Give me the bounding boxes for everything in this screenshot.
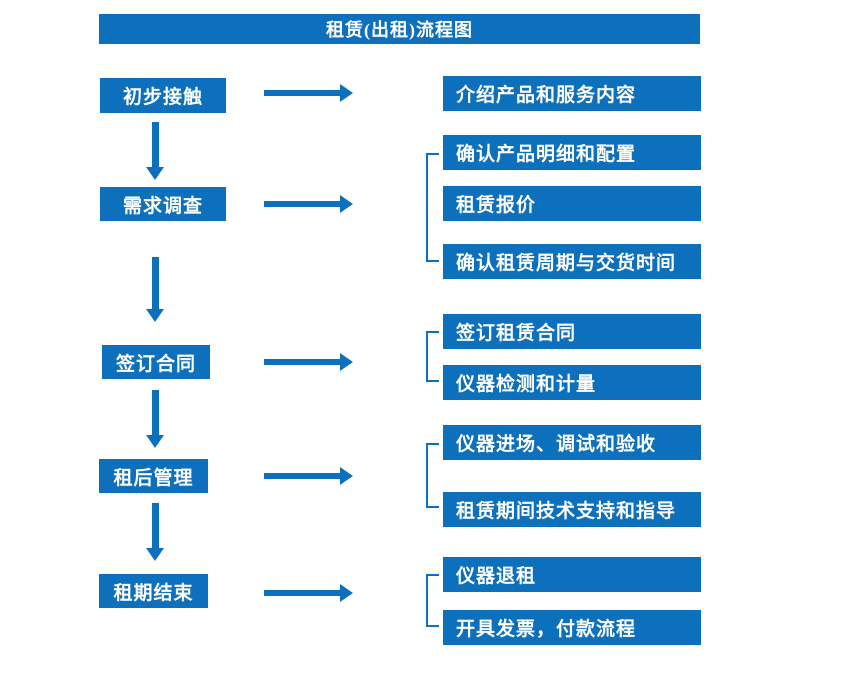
flow-arrow-down-3-icon <box>146 390 164 448</box>
output-box-sign-rental-contract: 签订租赁合同 <box>443 314 701 349</box>
flow-arrow-down-2-icon <box>146 257 164 322</box>
flow-arrow-right-4-icon <box>264 467 353 485</box>
step-box-demand-survey: 需求调查 <box>100 187 226 221</box>
output-box-tech-support: 租赁期间技术支持和指导 <box>443 492 701 527</box>
bracket-rental-end-icon <box>426 574 439 627</box>
step-box-sign-contract: 签订合同 <box>102 345 210 379</box>
flow-arrow-right-1-icon <box>264 84 353 102</box>
bracket-demand-survey-icon <box>426 153 439 262</box>
output-box-confirm-details: 确认产品明细和配置 <box>443 135 701 170</box>
flow-arrow-down-1-icon <box>146 122 164 180</box>
step-box-initial-contact: 初步接触 <box>100 78 226 113</box>
flow-arrow-right-3-icon <box>264 353 353 371</box>
output-box-rental-quote: 租赁报价 <box>443 186 701 221</box>
output-box-confirm-period: 确认租赁周期与交货时间 <box>443 244 701 279</box>
output-box-instrument-return: 仪器退租 <box>443 557 701 592</box>
output-box-invoice-payment: 开具发票，付款流程 <box>443 610 701 645</box>
step-box-post-rental-management: 租后管理 <box>99 459 208 493</box>
flow-arrow-right-5-icon <box>264 584 353 602</box>
output-box-instrument-setup: 仪器进场、调试和验收 <box>443 425 701 460</box>
bracket-post-rental-icon <box>426 443 439 508</box>
step-box-rental-end: 租期结束 <box>99 574 208 608</box>
flow-arrow-down-4-icon <box>146 503 164 561</box>
bracket-sign-contract-icon <box>426 331 439 382</box>
output-box-intro-products: 介绍产品和服务内容 <box>443 76 701 111</box>
flowchart-title: 租赁(出租)流程图 <box>326 20 473 40</box>
flow-arrow-right-2-icon <box>264 195 353 213</box>
flowchart-title-bar: 租赁(出租)流程图 <box>99 14 700 44</box>
output-box-instrument-inspection: 仪器检测和计量 <box>443 365 701 400</box>
